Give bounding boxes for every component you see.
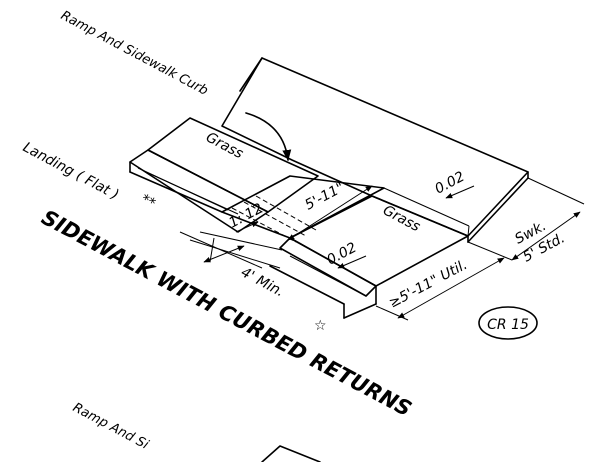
slope-right-label: 0.02 xyxy=(432,169,467,198)
slope-center-label: 0.02 xyxy=(324,240,359,269)
asterisks-label: ** xyxy=(138,191,158,212)
detail-tag-label: CR 15 xyxy=(487,317,529,333)
ramp-sidewalk-curb-label: Ramp And Sidewalk Curb xyxy=(58,8,210,98)
ramp-partial-label: Ramp And Si xyxy=(70,400,151,453)
four-min-label: 4' Min. xyxy=(238,264,287,300)
grass-panel-left xyxy=(129,117,319,233)
landing-flat-label: Landing ( Flat ) xyxy=(20,139,121,203)
grass-panel-right xyxy=(269,195,469,319)
detail-tag-ellipse xyxy=(478,306,538,340)
sidewalk-slab xyxy=(221,57,529,243)
grass-right-label: Grass xyxy=(380,202,423,235)
length-5-11-label: 5'-11" xyxy=(302,180,347,214)
partial-slab-outline xyxy=(261,445,321,462)
star-label: ☆ xyxy=(314,318,327,334)
